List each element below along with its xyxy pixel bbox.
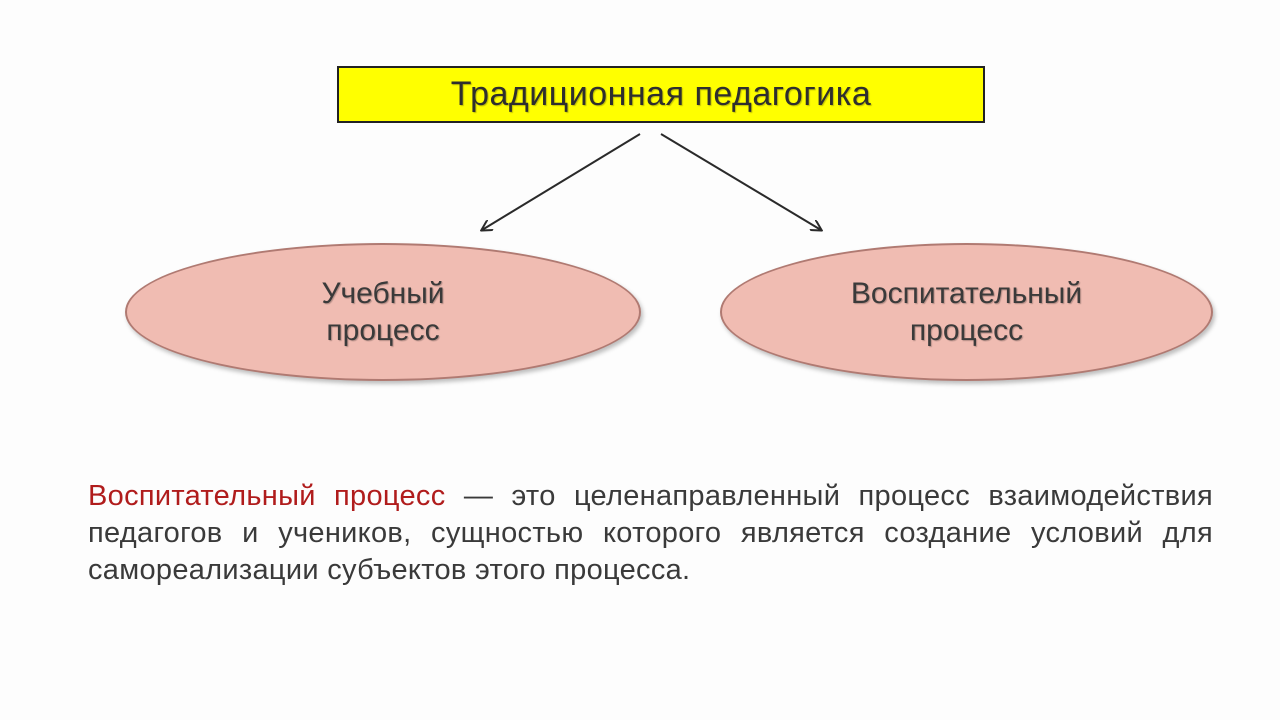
diagram-title-box: Традиционная педагогика [337,66,985,123]
diagram-title: Традиционная педагогика [450,75,872,113]
node-right-line2: процесс [909,314,1024,347]
arrow-to-right-node [660,133,821,230]
definition-text: — это целенаправленный процесс взаимодей… [88,480,1213,586]
node-left-line1: Учебный [321,277,445,310]
node-educational-process: Учебный процесс [125,243,641,381]
definition-term: Воспитательный процесс [88,480,446,512]
node-upbringing-process: Воспитательный процесс [720,243,1213,381]
node-right-line1: Воспитательный [850,277,1083,310]
definition-paragraph: Воспитательный процесс — это целенаправл… [88,478,1213,589]
node-left-line2: процесс [326,314,440,347]
arrow-to-left-node [482,133,641,230]
